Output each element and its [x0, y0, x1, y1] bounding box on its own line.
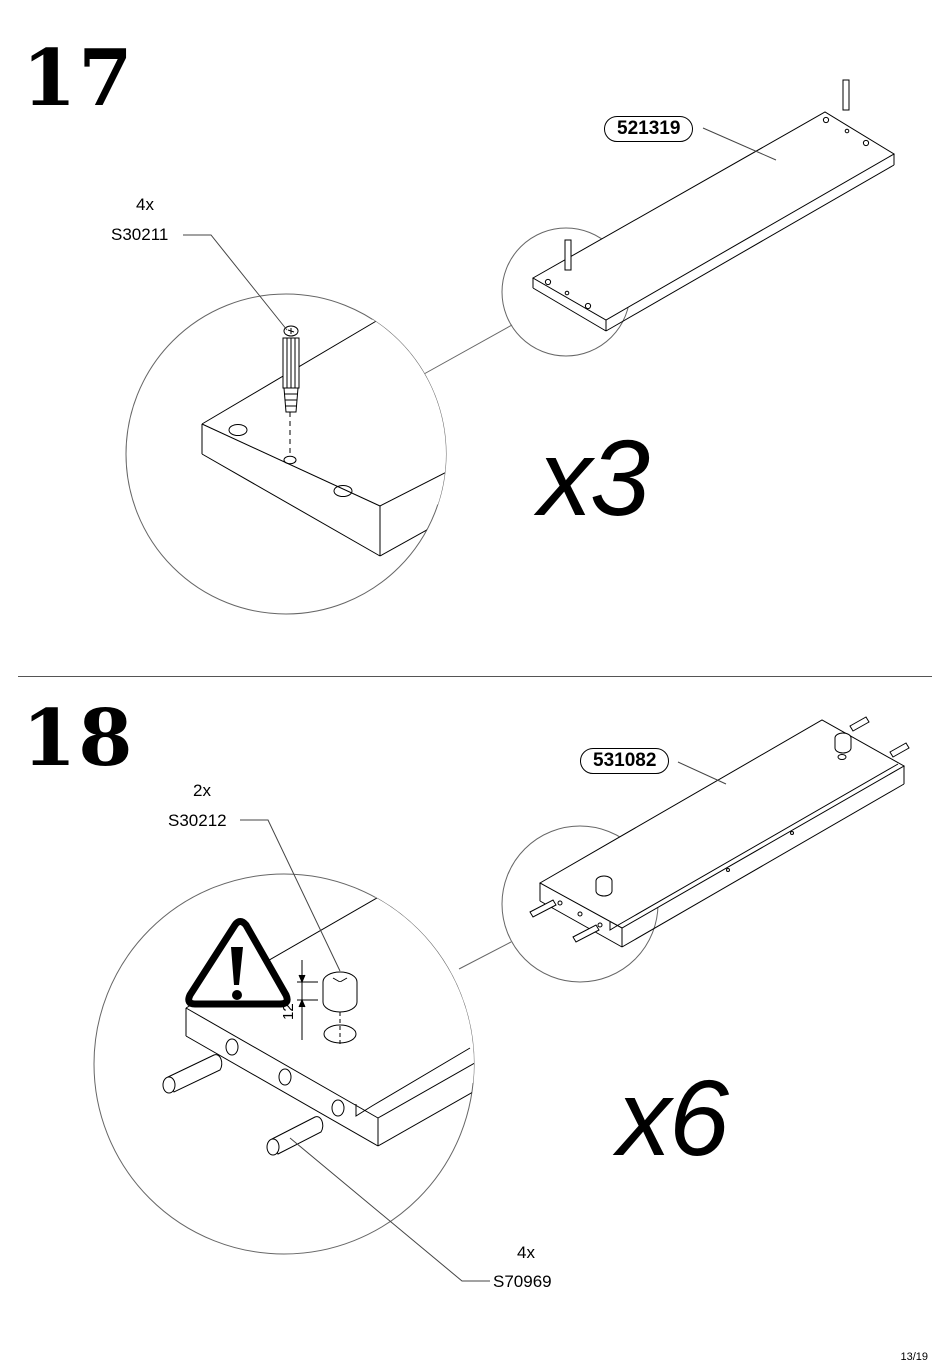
- hardware-b-code-18: S70969: [493, 1272, 552, 1291]
- dowel-icon: [162, 1054, 324, 1156]
- multiplier-17: x3: [538, 417, 650, 538]
- hardware-code-17: S30211: [111, 225, 169, 244]
- step-divider: [18, 676, 932, 677]
- warning-icon: [185, 918, 291, 1008]
- part-id-521319: 521319: [604, 116, 694, 142]
- board-531082: [529, 716, 910, 948]
- hardware-a-code-18: S30212: [168, 811, 227, 830]
- part-id-531082: 531082: [580, 748, 670, 774]
- multiplier-18: x6: [617, 1057, 729, 1178]
- board-detail-17: [201, 315, 446, 557]
- cam-lock-icon: [322, 971, 358, 1013]
- hardware-b-qty-18: 4x: [517, 1243, 535, 1262]
- step-number-18: 18: [22, 693, 135, 784]
- dimension-marker: [297, 960, 318, 1040]
- dimension-label: 12: [280, 1003, 297, 1020]
- board-521319: [531, 79, 895, 332]
- hardware-qty-17: 4x: [136, 195, 154, 214]
- step-number-17: 17: [22, 33, 135, 124]
- hardware-a-qty-18: 2x: [193, 781, 211, 800]
- dimension-value: 12: [280, 1003, 297, 1020]
- cam-bolt-icon: [282, 325, 300, 413]
- page-number: 13/19: [900, 1351, 928, 1363]
